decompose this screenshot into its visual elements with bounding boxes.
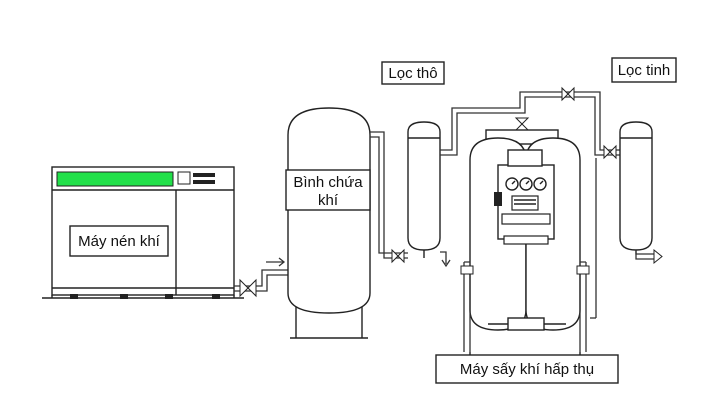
fine-filter-label: Lọc tinh — [618, 62, 671, 79]
adsorption-dryer — [460, 129, 590, 358]
tank-to-coarse-filter-pipe — [370, 131, 408, 264]
coarse-filter-label: Lọc thô — [388, 65, 437, 82]
valve-icon — [561, 86, 575, 102]
coarse-filter: Lọc thô — [381, 61, 451, 268]
dryer-label-group: Máy sấy khí hấp thụ — [435, 354, 619, 384]
pressure-gauge-icon — [505, 177, 519, 191]
dryer-to-fine-filter-pipe — [590, 158, 597, 319]
valve-icon — [603, 144, 617, 160]
dryer-label-box — [435, 354, 619, 384]
fine-filter-label-box — [611, 57, 677, 83]
arrow-right-icon — [653, 248, 663, 265]
valve-icon — [239, 278, 257, 298]
control-screen-icon — [177, 171, 191, 185]
tank-label-line1: Bình chứa — [293, 174, 363, 191]
dryer-label: Máy sấy khí hấp thụ — [460, 361, 594, 378]
coarse-filter-label-box — [381, 61, 445, 85]
compressor-outlet-pipe — [234, 257, 288, 298]
tank-label-line2: khí — [318, 192, 339, 209]
coarse-filter-to-dryer-pipe — [440, 86, 620, 160]
valve-icon — [391, 248, 405, 264]
fine-filter: Lọc tinh — [611, 57, 677, 265]
air-receiver-tank: Bình chứa khí — [285, 107, 371, 339]
dryer-indicator-icon — [494, 192, 502, 206]
control-buttons-icon — [193, 173, 215, 177]
tank-label-box — [285, 169, 371, 211]
compressor-label-box — [69, 225, 169, 257]
compressor-label: Máy nén khí — [78, 233, 161, 250]
valve-icon — [514, 117, 530, 131]
air-compressor: Máy nén khí — [42, 166, 244, 299]
compressor-display-panel — [56, 171, 174, 187]
